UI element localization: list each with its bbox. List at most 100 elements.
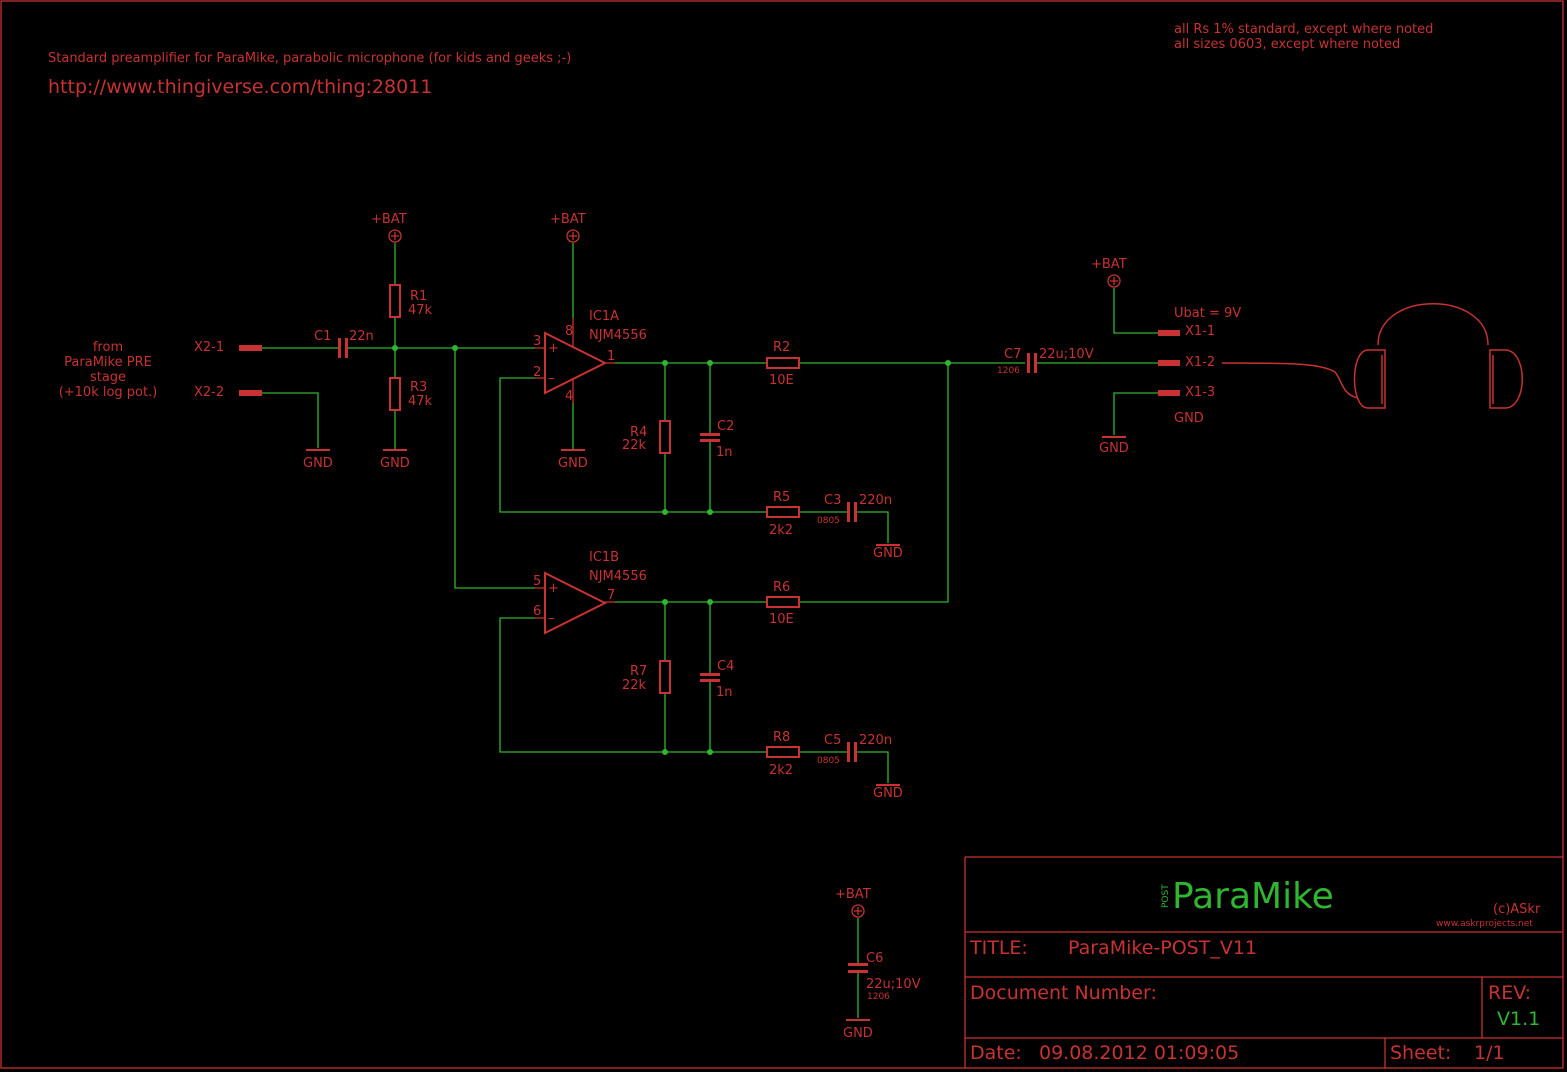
power-symbol-icon: +BAT <box>1091 257 1127 288</box>
svg-text:1206: 1206 <box>867 992 890 1002</box>
svg-text:22n: 22n <box>349 329 374 344</box>
resistor-r7[interactable]: R7 22k <box>622 660 671 694</box>
svg-text:GND: GND <box>873 786 903 801</box>
wires <box>262 243 1158 1018</box>
ground-symbol-icon: GND <box>873 544 903 561</box>
ubat-label: Ubat = 9V <box>1174 306 1241 321</box>
svg-text:C1: C1 <box>314 329 331 344</box>
paramike-logo: POST ParaMike <box>1161 876 1334 917</box>
resistor-r1[interactable]: R1 47k <box>389 284 433 318</box>
x1-gnd-label: GND <box>1174 411 1204 426</box>
ground-symbol-icon: GND <box>1099 436 1129 456</box>
svg-text:+BAT: +BAT <box>1091 257 1127 272</box>
svg-text:ParaMike: ParaMike <box>1172 876 1334 917</box>
svg-text:GND: GND <box>1099 441 1129 456</box>
svg-text:47k: 47k <box>408 394 433 409</box>
svg-text:R3: R3 <box>410 380 427 395</box>
svg-text:–: – <box>548 611 555 626</box>
svg-text:IC1A: IC1A <box>589 309 619 324</box>
website-text: www.askrprojects.net <box>1436 919 1533 929</box>
title-block: POST ParaMike (c)ASkr www.askrprojects.n… <box>964 856 1563 1068</box>
svg-text:22k: 22k <box>622 438 647 453</box>
headphones-icon <box>1221 303 1523 409</box>
capacitor-c1[interactable]: C1 22n <box>314 329 374 358</box>
svg-text:220n: 220n <box>859 733 892 748</box>
svg-text:POST: POST <box>1161 884 1171 908</box>
ground-symbol-icon: GND <box>303 449 333 471</box>
svg-text:GND: GND <box>303 456 333 471</box>
svg-text:X2-1: X2-1 <box>194 340 224 355</box>
svg-text:22u;10V: 22u;10V <box>1039 347 1094 362</box>
revision-value: V1.1 <box>1497 1008 1540 1030</box>
svg-text:C3: C3 <box>824 493 841 508</box>
svg-text:1: 1 <box>607 349 615 364</box>
resistor-r5[interactable]: R5 2k2 <box>766 490 800 538</box>
svg-text:X1-3: X1-3 <box>1185 385 1215 400</box>
document-number-label: Document Number: <box>970 982 1157 1004</box>
svg-text:C7: C7 <box>1004 347 1021 362</box>
capacitor-c6[interactable]: C6 22u;10V 1206 <box>848 951 921 1002</box>
svg-text:7: 7 <box>607 588 615 603</box>
title-value: ParaMike-POST_V11 <box>1068 937 1257 959</box>
thingiverse-url[interactable]: http://www.thingiverse.com/thing:28011 <box>48 76 432 98</box>
svg-text:+: + <box>548 581 559 596</box>
svg-text:R1: R1 <box>410 289 427 304</box>
svg-text:from: from <box>93 340 123 355</box>
svg-text:IC1B: IC1B <box>589 550 619 565</box>
description-text: Standard preamplifier for ParaMike, para… <box>48 51 571 66</box>
capacitor-c5[interactable]: C5 220n 0805 <box>817 733 892 766</box>
power-symbol-icon: +BAT <box>550 212 586 243</box>
junction-dots <box>392 345 951 755</box>
capacitor-c2[interactable]: C2 1n <box>700 419 734 460</box>
resistor-r4[interactable]: R4 22k <box>622 420 671 454</box>
svg-text:X1-2: X1-2 <box>1185 355 1215 370</box>
sheet-label: Sheet: <box>1390 1042 1451 1064</box>
svg-text:5: 5 <box>533 574 541 589</box>
svg-text:22u;10V: 22u;10V <box>866 977 921 992</box>
svg-text:4: 4 <box>565 389 573 404</box>
svg-text:+BAT: +BAT <box>371 212 407 227</box>
connector-x2[interactable]: X2-1 X2-2 <box>194 340 262 400</box>
ground-symbol-icon: GND <box>380 449 410 471</box>
input-source-label: from ParaMike PRE stage (+10k log pot.) <box>59 340 158 400</box>
svg-text:R7: R7 <box>630 664 647 679</box>
svg-text:C2: C2 <box>717 419 734 434</box>
resistor-r2[interactable]: R2 10E <box>766 340 800 388</box>
connector-x1[interactable]: X1-1 X1-2 X1-3 <box>1158 324 1215 400</box>
sheet-value: 1/1 <box>1474 1042 1505 1064</box>
resistor-r8[interactable]: R8 2k2 <box>766 730 800 778</box>
ground-symbol-icon: GND <box>873 784 903 801</box>
svg-text:2k2: 2k2 <box>769 523 793 538</box>
svg-text:R8: R8 <box>773 730 790 745</box>
svg-text:10E: 10E <box>769 612 794 627</box>
svg-text:GND: GND <box>843 1026 873 1041</box>
opamp-ic1a[interactable]: + – 3 2 1 8 4 IC1A NJM4556 <box>533 309 647 404</box>
svg-text:+BAT: +BAT <box>835 887 871 902</box>
svg-text:X2-2: X2-2 <box>194 385 224 400</box>
svg-text:47k: 47k <box>408 303 433 318</box>
opamp-ic1b[interactable]: + – 5 6 7 IC1B NJM4556 <box>533 550 647 635</box>
svg-text:R2: R2 <box>773 340 790 355</box>
resistor-r6[interactable]: R6 10E <box>766 580 800 627</box>
date-value: 09.08.2012 01:09:05 <box>1039 1042 1239 1064</box>
svg-text:1206: 1206 <box>997 366 1020 376</box>
capacitor-c4[interactable]: C4 1n <box>700 659 734 700</box>
svg-text:22k: 22k <box>622 678 647 693</box>
svg-text:2k2: 2k2 <box>769 763 793 778</box>
copyright-text: (c)ASkr <box>1493 902 1541 917</box>
svg-text:220n: 220n <box>859 493 892 508</box>
title-label: TITLE: <box>969 937 1028 959</box>
svg-text:0805: 0805 <box>817 756 840 766</box>
capacitor-c7[interactable]: C7 22u;10V 1206 <box>997 347 1094 376</box>
ground-symbol-icon: GND <box>843 1019 873 1041</box>
svg-text:GND: GND <box>873 546 903 561</box>
svg-text:ParaMike PRE: ParaMike PRE <box>64 355 152 370</box>
svg-text:stage: stage <box>90 370 126 385</box>
resistor-r3[interactable]: R3 47k <box>389 377 433 411</box>
capacitor-c3[interactable]: C3 220n 0805 <box>817 493 892 526</box>
package-size-note: all sizes 0603, except where noted <box>1174 37 1400 52</box>
svg-text:10E: 10E <box>769 373 794 388</box>
svg-text:+: + <box>548 341 559 356</box>
